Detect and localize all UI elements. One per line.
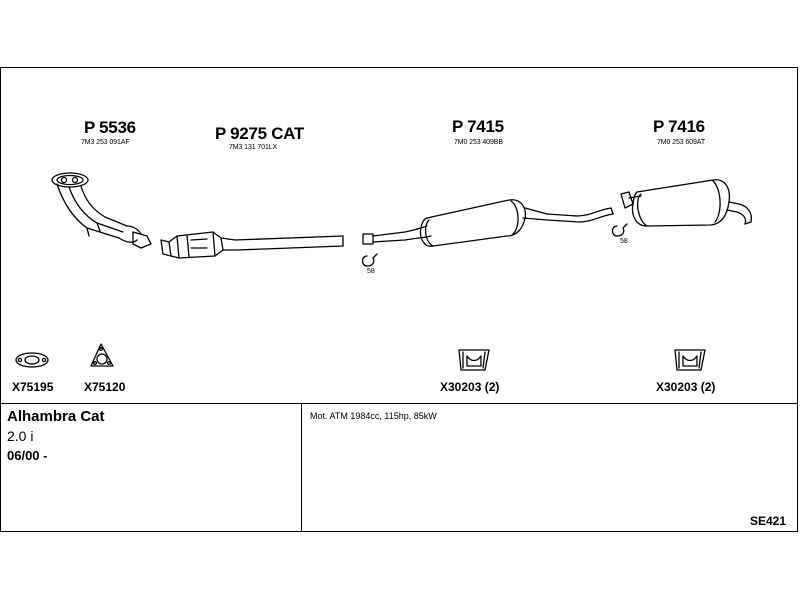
rear-silencer-drawing bbox=[620, 179, 753, 227]
part-number-p9275: P 9275 CAT bbox=[215, 124, 304, 143]
clamp-label-left: 58 bbox=[367, 268, 375, 275]
vehicle-engine: 2.0 i bbox=[7, 428, 34, 444]
exhaust-diagram bbox=[15, 172, 753, 371]
oem-number-p9275: 7M3 131 701LX bbox=[229, 144, 278, 151]
accessory-x75120: X75120 bbox=[84, 380, 126, 394]
gasket-x75120-drawing bbox=[90, 343, 114, 367]
gasket-x75195-drawing bbox=[15, 352, 49, 368]
clamp-left-drawing bbox=[361, 253, 378, 267]
accessory-x30203-right: X30203 (2) bbox=[656, 380, 716, 394]
part-number-p7415: P 7415 bbox=[452, 117, 504, 136]
part-number-p7416: P 7416 bbox=[653, 117, 705, 136]
info-divider-vertical bbox=[301, 403, 302, 532]
oem-number-p7416: 7M0 253 609AT bbox=[657, 139, 705, 146]
catalytic-converter-drawing bbox=[160, 231, 344, 259]
diagram-frame: P 5536 7M3 253 091AF P 9275 CAT 7M3 131 … bbox=[0, 67, 798, 532]
info-divider-horizontal bbox=[1, 403, 797, 404]
oem-number-p5536: 7M3 253 091AF bbox=[81, 139, 130, 146]
hanger-left-drawing bbox=[458, 349, 490, 371]
accessory-x75195: X75195 bbox=[12, 380, 54, 394]
hanger-right-drawing bbox=[674, 349, 706, 371]
vehicle-date: 06/00 - bbox=[7, 448, 48, 463]
front-pipe-drawing bbox=[51, 172, 152, 249]
part-number-p5536: P 5536 bbox=[84, 118, 136, 137]
engine-description: Mot. ATM 1984cc, 115hp, 85kW bbox=[310, 411, 437, 421]
oem-number-p7415: 7M0 253 409BB bbox=[454, 139, 503, 146]
clamp-right-drawing bbox=[611, 223, 628, 237]
middle-silencer-drawing bbox=[362, 199, 614, 247]
vehicle-model: Alhambra Cat bbox=[7, 408, 105, 425]
clamp-label-right: 58 bbox=[620, 238, 628, 245]
system-code: SE421 bbox=[750, 514, 787, 528]
accessory-x30203-left: X30203 (2) bbox=[440, 380, 500, 394]
